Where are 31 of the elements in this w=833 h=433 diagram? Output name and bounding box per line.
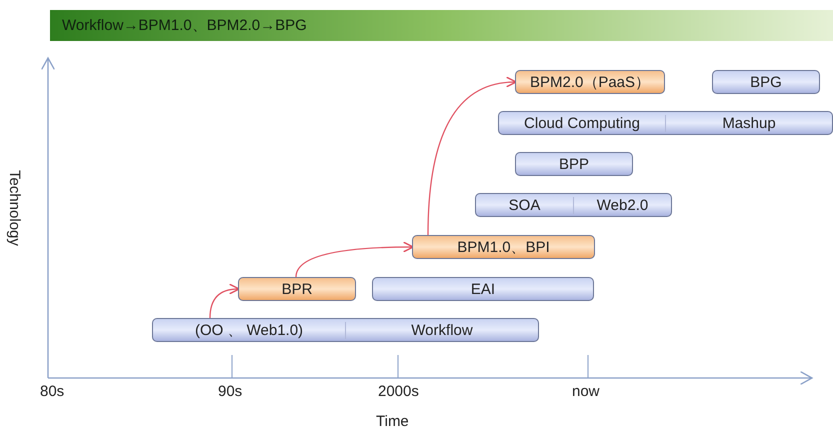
axis-title: Time [376,413,409,430]
timeline-bar [412,235,595,259]
arrow [209,284,240,318]
bar-label: Mashup [665,114,832,132]
bar-label: SOA [508,196,542,214]
arrow [295,242,414,278]
bar-label: Cloud Computing [523,114,641,132]
tick-label: 90s [218,383,242,400]
timeline-bar [515,70,665,94]
timeline-bar [498,111,833,135]
timeline-bar [712,70,820,94]
bar-label: BPP [558,156,590,172]
timeline-bar [152,318,539,342]
title-banner: Workflow→BPM1.0、BPM2.0→BPG [50,10,833,41]
bar-label: (OO 、 Web1.0) [194,320,304,340]
timeline-bar [515,152,633,176]
arrow [427,77,517,236]
tick-label: 2000s [378,383,419,400]
bar-label: BPM2.0（PaaS） [528,72,652,92]
timeline-bar [372,277,594,301]
tick-label: now [572,383,600,400]
bar-label: EAI [470,280,496,298]
timeline-bar [238,277,356,301]
bar-label: BPM1.0、BPI [456,238,551,256]
axis-title: Technology [6,170,23,246]
tick-label: 80s [40,383,64,400]
timeline-bar [475,193,672,217]
bar-label: Web2.0 [573,196,671,214]
bar-label: BPG [749,74,783,90]
bar-label: Workflow [345,322,538,338]
bar-label: BPR [280,280,314,298]
